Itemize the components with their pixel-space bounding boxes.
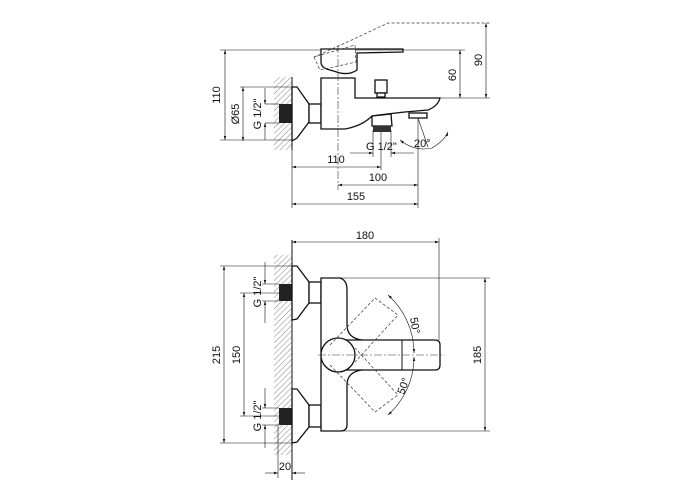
upper-escutcheon [291, 265, 310, 321]
dim-upper-thread: G 1/2" [252, 277, 264, 308]
dim-outlet-thread: G 1/2" [366, 141, 397, 153]
dim-110-depth: 110 [327, 154, 345, 166]
upper-thread-block [279, 284, 292, 301]
dim-angle-down: 50° [396, 376, 413, 396]
dim-inlet-thread: G 1/2" [252, 99, 264, 130]
lever-rotated-down [329, 347, 399, 413]
dim-215: 215 [211, 346, 223, 364]
dim-155: 155 [347, 191, 365, 203]
dim-lower-thread: G 1/2" [252, 401, 264, 432]
top-view: 90 60 110 Ø65 G 1/2" G 1/2" 20° 110 100 … [211, 22, 490, 208]
dim-flange-diameter: Ø65 [230, 104, 242, 125]
upper-nut [308, 281, 322, 304]
handle [320, 48, 404, 75]
shower-outlet [371, 113, 393, 127]
nut [308, 103, 322, 124]
handle-open-position [313, 22, 490, 71]
lower-nut [308, 404, 322, 428]
dim-110-height: 110 [211, 86, 223, 104]
dim-60: 60 [447, 69, 459, 81]
escutcheon [291, 86, 310, 143]
dim-180: 180 [356, 230, 374, 242]
dim-90: 90 [473, 54, 485, 66]
thread-block [279, 104, 292, 123]
aerator [408, 112, 428, 119]
dim-100: 100 [369, 172, 387, 184]
faucet-body [320, 77, 441, 130]
wall-hatch [274, 255, 292, 455]
dim-185: 185 [472, 346, 484, 364]
lower-thread-block [279, 408, 292, 425]
dim-angle-up: 50° [407, 316, 422, 334]
dim-150: 150 [231, 346, 243, 364]
lower-escutcheon [291, 388, 310, 444]
diverter-button [374, 79, 388, 94]
lever-rotated-up [329, 297, 399, 363]
dim-20: 20 [279, 461, 291, 473]
dim-angle-20: 20° [414, 138, 431, 150]
front-view: 180 185 215 150 G 1/2" G 1/2" 50° 50° 20 [211, 230, 490, 480]
